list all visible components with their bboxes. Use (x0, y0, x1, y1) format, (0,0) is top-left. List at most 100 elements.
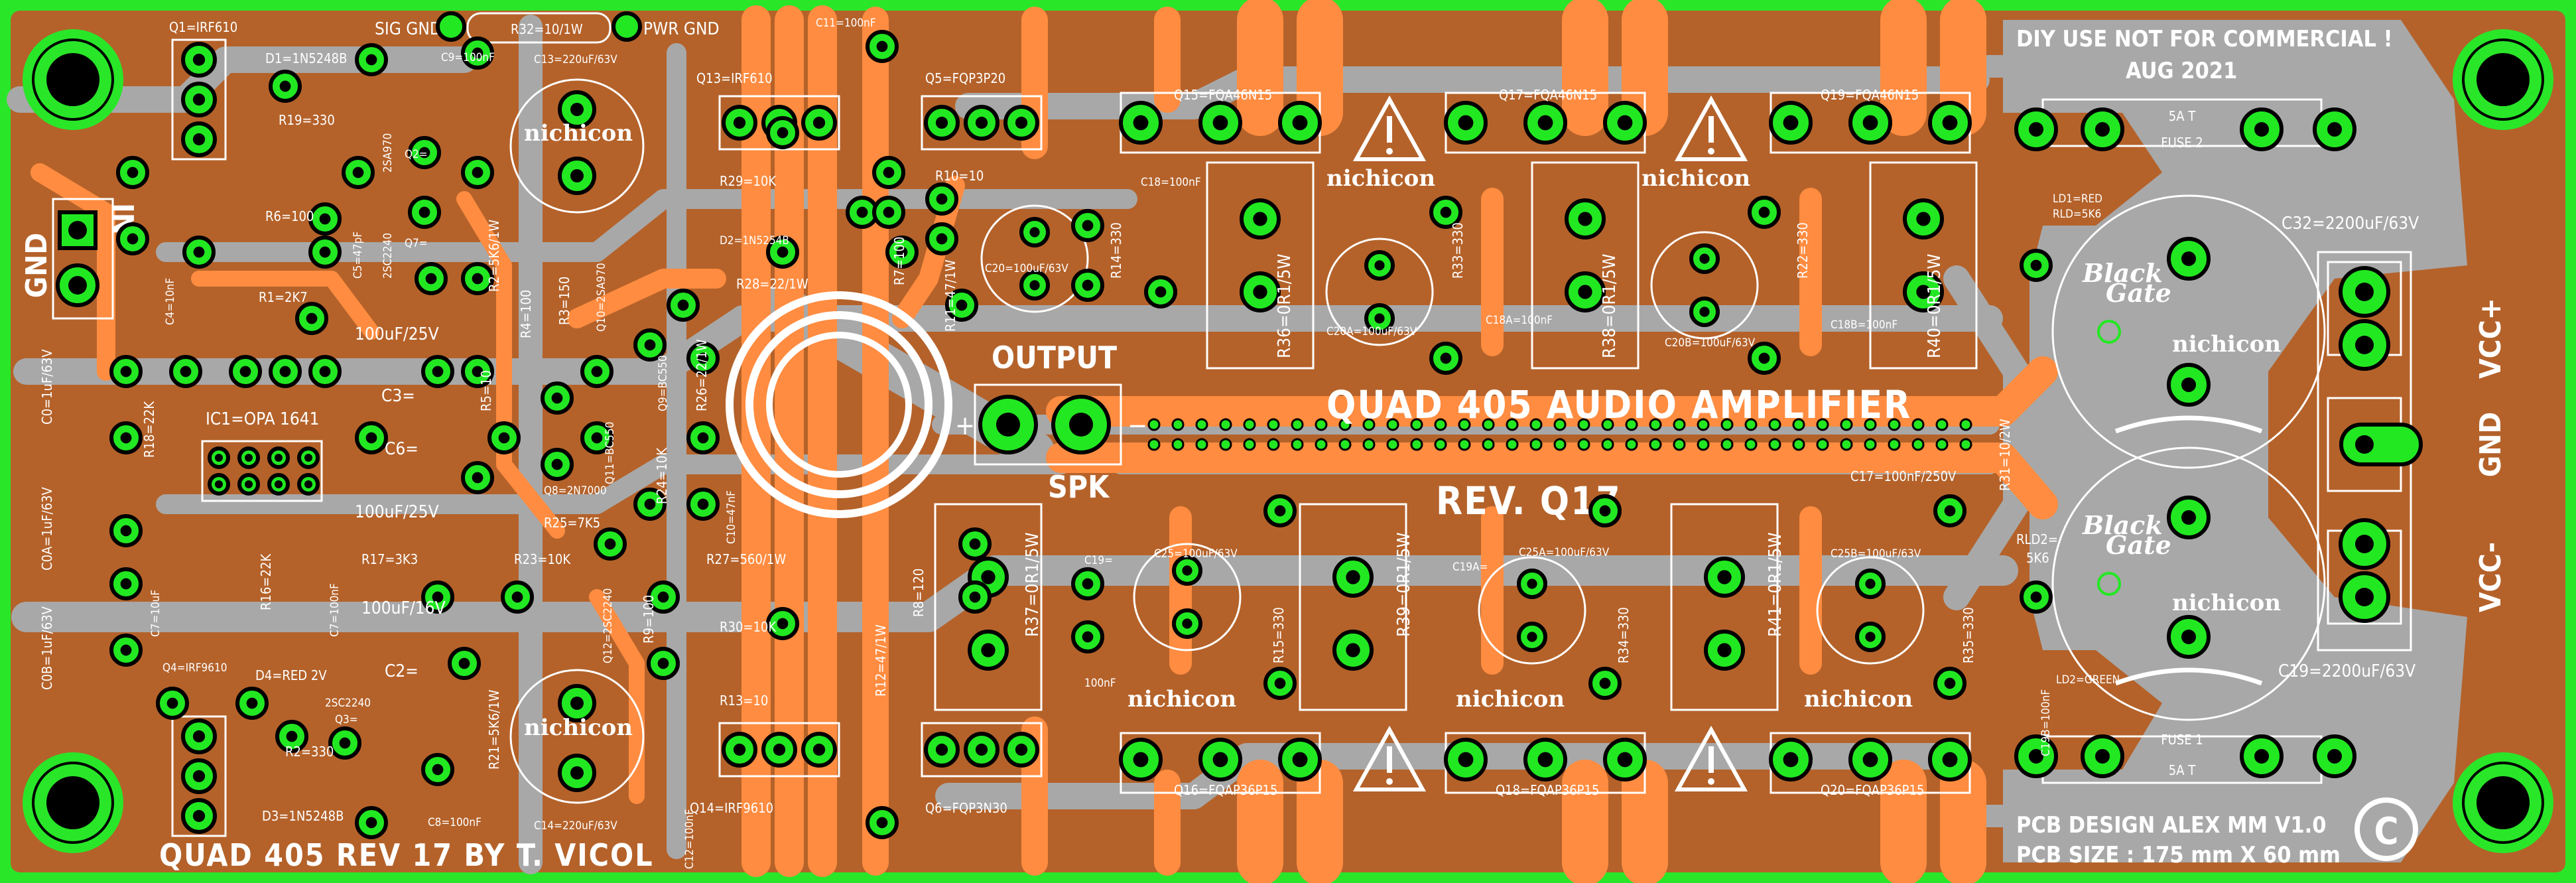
drill-hole (180, 366, 192, 377)
lbl-r16: R16=22K (258, 553, 274, 610)
via (1243, 418, 1256, 431)
lbl-r4: R4=100 (518, 290, 534, 338)
drill-hole (551, 458, 563, 470)
drill-hole (1537, 752, 1553, 768)
drill-hole (1865, 632, 1876, 642)
drill-hole (876, 40, 888, 52)
lbl-c17: C17=100nF/250V (1850, 468, 1957, 484)
drill-hole (365, 817, 377, 829)
drill-hole (1082, 279, 1094, 291)
drill-hole (1292, 115, 1308, 131)
output-inductor (726, 291, 952, 518)
lbl-r28: R28=22/1W (736, 276, 808, 292)
drill-hole (975, 116, 988, 129)
small-components (109, 30, 2053, 839)
lbl-rld2: RLD2= (2016, 531, 2058, 547)
lbl-c11: C11=100nF (816, 17, 876, 30)
lbl-r40: R40=0R1/5W (1925, 253, 1945, 358)
drill-hole (1374, 313, 1385, 324)
drill-hole (1155, 286, 1167, 298)
lbl-q8: Q8=2N7000 (544, 484, 607, 498)
electrolytic-cap (1650, 231, 1759, 340)
drill-hole (239, 366, 251, 377)
drill-hole (1617, 115, 1633, 131)
drill-hole (1133, 752, 1149, 768)
drill-hole (192, 809, 206, 823)
speaker-terminal (974, 383, 1122, 466)
via (1482, 418, 1495, 431)
drill-hole (1758, 206, 1770, 218)
lbl-r3: R3=150 (556, 277, 572, 325)
lbl-q3: Q3= (335, 713, 358, 726)
gnd-label: GND (2474, 412, 2508, 477)
drill-hole (1717, 643, 1732, 657)
via (1171, 418, 1185, 431)
drill-hole (472, 273, 483, 285)
drill-hole (1458, 752, 1474, 768)
drill-hole (472, 47, 483, 59)
warning-icon-dot (1386, 778, 1393, 785)
via (1720, 438, 1734, 451)
via (1243, 438, 1256, 451)
brand-nichicon-c19: nichicon (2172, 590, 2281, 616)
drill-hole (1865, 578, 1876, 589)
pwr-gnd-pad (612, 11, 642, 42)
brand-nichicon-c14: nichicon (524, 714, 633, 741)
lbl-c7b: C7=100nF (328, 583, 342, 637)
via (1768, 438, 1781, 451)
drill-hole (432, 764, 444, 776)
via (1291, 418, 1304, 431)
lbl-q17: Q17=FQA46N15 (1499, 87, 1597, 103)
driver-fet (718, 722, 840, 778)
drill-hole (245, 454, 253, 462)
pcb-size: PCB SIZE : 175 mm X 60 mm (2016, 842, 2341, 868)
via (1482, 438, 1495, 451)
via (1171, 438, 1185, 451)
mounting-hole-top-left (23, 29, 123, 130)
via (1506, 438, 1519, 451)
drill-hole (591, 432, 603, 444)
lbl-q16: Q16=FQAP36P15 (1174, 782, 1277, 798)
via (1219, 418, 1232, 431)
drill-hole (1182, 565, 1192, 576)
electrolytic-cap (1325, 238, 1434, 346)
drill-hole (279, 366, 291, 377)
drill-hole (2030, 259, 2042, 271)
lbl-r26: R26=22/1W (694, 339, 710, 411)
drill-hole (127, 233, 139, 245)
lbl-d4: D4=RED 2V (255, 667, 327, 683)
via (1267, 418, 1280, 431)
lbl-r37: R37=0R1/5W (1023, 532, 1043, 637)
output-fets-top (1119, 92, 1972, 154)
drill-hole (1717, 570, 1732, 584)
lbl-c4: C4=10nF (164, 278, 177, 325)
lbl-c10: C10=47nF (725, 490, 738, 544)
via (1959, 418, 1972, 431)
lbl-c9: C9=100nF (441, 51, 495, 64)
via (1529, 418, 1543, 431)
drill-hole (319, 246, 331, 258)
via (1959, 438, 1972, 451)
power-resistor-bottom (934, 503, 1043, 711)
mounting-hole-bottom-left (23, 752, 123, 853)
fuse1-label: FUSE 1 (2161, 732, 2203, 748)
drill-hole (1346, 570, 1360, 584)
drill-hole (812, 116, 826, 129)
via (1434, 418, 1447, 431)
drill-hole (1374, 260, 1385, 271)
drill-hole (1944, 677, 1956, 689)
drill-hole (935, 116, 948, 129)
warning-icon (1674, 725, 1748, 791)
lbl-c20a: C20A=100uF/63V (1326, 325, 1417, 338)
lbl-q7t: 2SC2240 (381, 233, 395, 279)
drill-hole (286, 730, 298, 742)
lbl-c19a: C19A= (1452, 561, 1488, 574)
via (1458, 438, 1471, 451)
via (1219, 438, 1232, 451)
via (1410, 418, 1423, 431)
drill-hole (969, 538, 981, 550)
drill-hole (2030, 591, 2042, 603)
lbl-r30: R30=10K (720, 619, 777, 635)
lbl-c18a: C18A=100nF (1486, 314, 1553, 327)
via (1195, 438, 1208, 451)
